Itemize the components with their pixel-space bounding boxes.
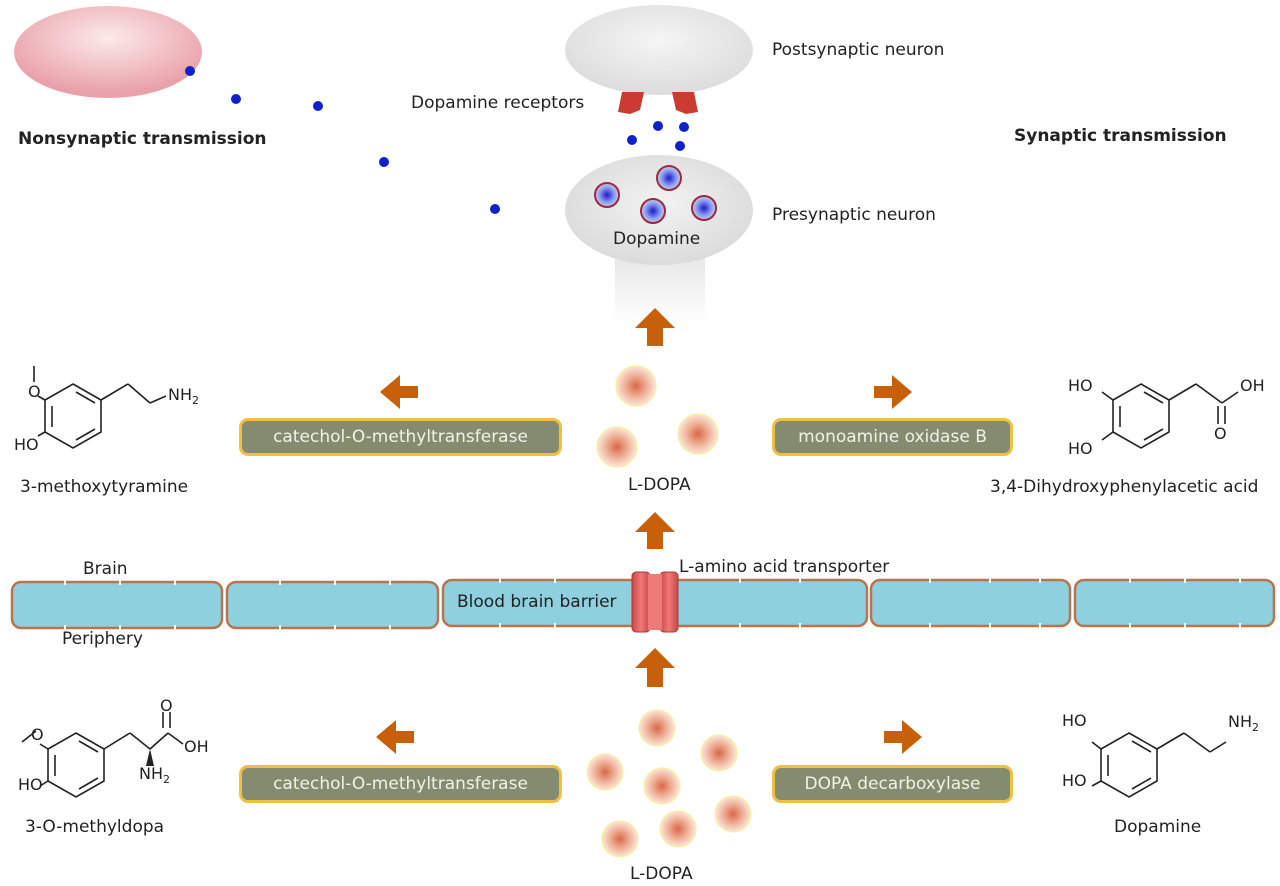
blood-brain-barrier-label: Blood brain barrier <box>457 592 617 612</box>
atom-o: O <box>31 725 44 744</box>
dopamine-receptors-label: Dopamine receptors <box>411 93 585 113</box>
enzyme-maob: monoamine oxidase B <box>772 418 1013 456</box>
periphery-label: Periphery <box>62 629 143 649</box>
atom-ho: HO <box>18 775 43 794</box>
atom-ho-bottom: HO <box>1062 771 1087 790</box>
compound-3-methoxytyramine-name: 3-methoxytyramine <box>20 477 189 497</box>
arrow-right-maob <box>874 375 912 409</box>
atom-o-carbonyl: O <box>160 696 173 715</box>
atom-oh: OH <box>1240 376 1265 395</box>
arrows <box>376 308 922 754</box>
wedge-bond <box>146 749 154 766</box>
l-amino-acid-transporter <box>631 571 679 633</box>
barrier-cell <box>10 580 224 630</box>
nonsynaptic-neuron <box>14 6 202 98</box>
vesicle <box>656 165 682 191</box>
atom-ho-bottom: HO <box>1068 439 1093 458</box>
ldopa-periphery <box>586 709 752 858</box>
transporter-label: L-amino acid transporter <box>679 557 890 577</box>
structure-dopamine <box>1091 732 1227 798</box>
ldopa-brain-label: L-DOPA <box>628 475 691 495</box>
dopamine-molecules <box>185 66 689 214</box>
arrow-up-brain-ldopa <box>635 512 675 549</box>
structure-3-o-methyldopa <box>21 712 184 798</box>
nonsynaptic-transmission-label: Nonsynaptic transmission <box>18 129 267 149</box>
enzyme-comt-brain: catechol-O-methyltransferase <box>239 418 562 456</box>
arrow-left-comt-periphery <box>376 720 414 754</box>
atom-nh2: NH2 <box>139 764 170 787</box>
structure-dopac <box>1101 383 1239 449</box>
atom-ho: HO <box>14 435 39 454</box>
dopamine-receptor-right <box>672 92 698 114</box>
atom-o: O <box>28 382 41 401</box>
atom-nh2: NH2 <box>1228 712 1259 735</box>
arrow-up-to-neuron <box>635 308 675 346</box>
barrier-junction-ticks <box>64 578 1241 630</box>
presynaptic-neuron-label: Presynaptic neuron <box>772 205 936 225</box>
barrier-cell <box>1073 578 1276 628</box>
dopamine-receptor-left <box>618 92 644 114</box>
dopamine-vesicle-label: Dopamine <box>613 229 701 249</box>
vesicle <box>640 198 666 224</box>
barrier-cell <box>869 578 1072 628</box>
brain-label: Brain <box>83 559 128 579</box>
arrow-right-ddc <box>884 720 922 754</box>
vesicle <box>594 182 620 208</box>
enzyme-comt-periphery: catechol-O-methyltransferase <box>239 765 562 803</box>
postsynaptic-neuron <box>565 5 753 95</box>
synaptic-transmission-label: Synaptic transmission <box>1014 126 1227 146</box>
atom-ho-top: HO <box>1062 711 1087 730</box>
compound-dopamine-name: Dopamine <box>1114 817 1202 837</box>
ldopa-periphery-label: L-DOPA <box>630 864 693 884</box>
barrier-cell <box>225 580 440 630</box>
postsynaptic-neuron-label: Postsynaptic neuron <box>772 40 945 60</box>
atom-oh: OH <box>184 737 209 756</box>
ldopa-brain <box>596 365 719 468</box>
compound-3-o-methyldopa-name: 3-O-methyldopa <box>25 817 165 837</box>
vesicle <box>691 195 717 221</box>
dopamine-vesicles <box>594 165 717 224</box>
compound-dopac-name: 3,4-Dihydroxyphenylacetic acid <box>990 477 1259 497</box>
atom-ho-top: HO <box>1068 376 1093 395</box>
arrow-up-through-barrier <box>635 648 675 687</box>
atom-nh2: NH2 <box>168 385 199 408</box>
atom-o-carbonyl: O <box>1214 424 1227 443</box>
arrow-left-comt-brain <box>380 375 418 409</box>
structure-3-methoxytyramine <box>33 366 167 449</box>
enzyme-ddc: DOPA decarboxylase <box>772 765 1013 803</box>
